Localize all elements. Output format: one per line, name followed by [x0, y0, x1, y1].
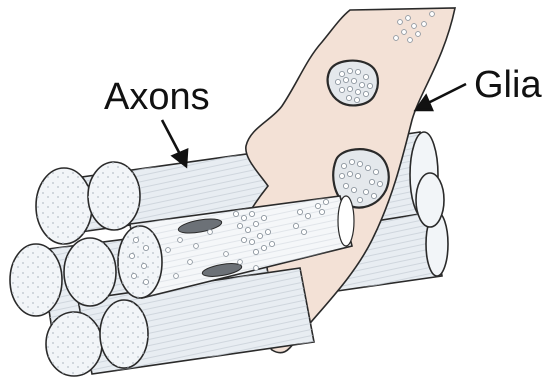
axon-end-back-right-3	[416, 173, 444, 227]
glia-label: Glia	[474, 66, 542, 104]
glia-arrow	[426, 84, 466, 104]
axons-label: Axons	[104, 78, 210, 116]
axon-end-cutaway	[338, 196, 354, 246]
